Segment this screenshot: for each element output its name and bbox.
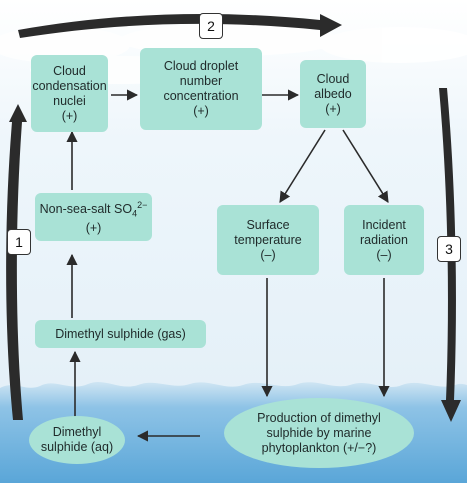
- node-text: radiation: [360, 232, 408, 247]
- node-surface-temperature: Surface temperature (–): [217, 205, 319, 275]
- arrow-albedo-to-incident: [342, 129, 389, 203]
- node-sign: (+): [325, 101, 341, 116]
- loop-label-2: 2: [199, 13, 223, 39]
- node-text: Cloud droplet: [163, 59, 239, 73]
- node-text: sulphide by marine: [266, 425, 372, 440]
- loop-label-3: 3: [437, 236, 461, 262]
- node-sign: (–): [376, 247, 392, 262]
- node-text: Surface: [246, 217, 290, 232]
- node-cloud-droplet-number-concentration: Cloud droplet number concentration (+): [140, 48, 262, 130]
- node-text: Non-sea-salt SO42−: [40, 198, 148, 222]
- flow-arrows: [66, 89, 390, 442]
- node-sign: (+): [85, 221, 102, 236]
- node-text: concentration: [163, 89, 239, 103]
- node-sign: (+): [61, 108, 78, 123]
- loop-arrow-2: [18, 14, 342, 38]
- node-text: condensation: [32, 78, 107, 93]
- arrow-albedo-to-surface-temp: [279, 129, 326, 203]
- node-text: nuclei: [53, 93, 86, 108]
- node-incident-radiation: Incident radiation (–): [344, 205, 424, 275]
- node-text: albedo: [314, 86, 352, 101]
- loop-arrow-1: [6, 104, 27, 420]
- node-text: sulphide (aq): [40, 440, 114, 454]
- nss-main: Non-sea-salt SO: [39, 201, 133, 216]
- nss-subscript: 4: [132, 208, 138, 219]
- node-text: number: [179, 74, 223, 88]
- node-cloud-albedo: Cloud albedo (+): [300, 60, 366, 128]
- node-text: Production of dimethyl: [257, 410, 381, 425]
- node-text: Cloud: [316, 71, 350, 86]
- node-text: Dimethyl sulphide (gas): [55, 326, 186, 341]
- node-text: Cloud: [53, 63, 86, 78]
- node-dimethyl-sulphide-aq: Dimethyl sulphide (aq): [29, 416, 125, 464]
- node-text: Incident: [362, 217, 406, 232]
- node-dimethyl-sulphide-gas: Dimethyl sulphide (gas): [35, 320, 206, 348]
- node-sign: (–): [260, 247, 276, 262]
- loop-label-1: 1: [7, 229, 31, 255]
- node-non-sea-salt-sulphate: Non-sea-salt SO42− (+): [35, 193, 152, 241]
- node-production-dimethyl-sulphide: Production of dimethyl sulphide by marin…: [224, 398, 414, 468]
- node-text: phytoplankton (+/−?): [261, 440, 377, 455]
- node-sign: (+): [193, 104, 209, 118]
- node-text: Dimethyl: [52, 425, 102, 439]
- node-cloud-condensation-nuclei: Cloud condensation nuclei (+): [31, 55, 108, 132]
- nss-superscript: 2−: [137, 199, 148, 210]
- node-text: temperature: [234, 232, 302, 247]
